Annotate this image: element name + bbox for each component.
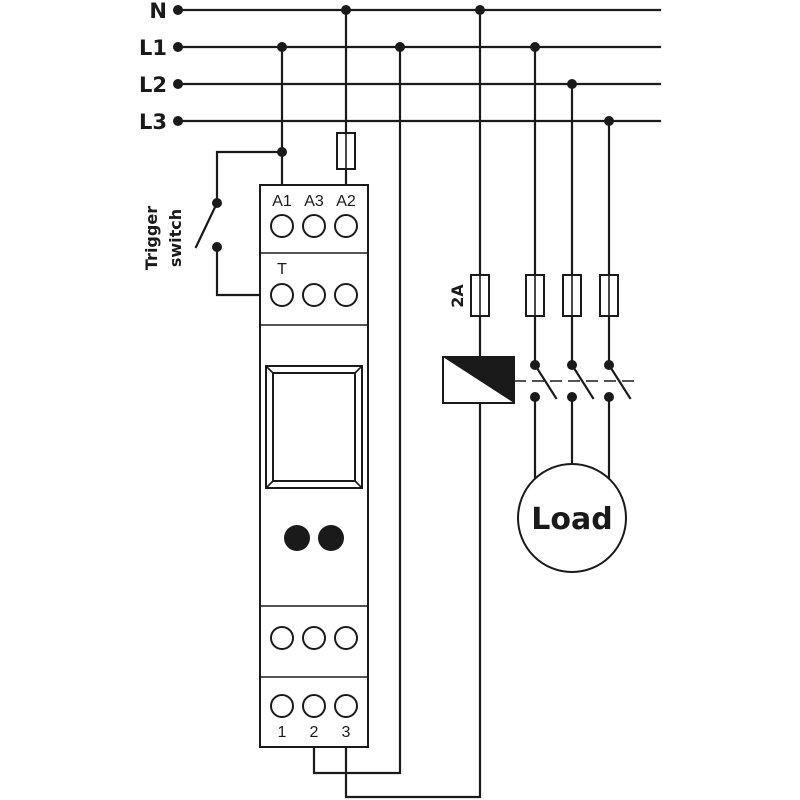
terminal-3: [334, 694, 358, 718]
trigger-switch-label-line-1: Trigger: [142, 206, 161, 270]
display-bevel: [265, 480, 274, 489]
junction-dots: [212, 5, 614, 402]
junction-dot: [395, 42, 405, 52]
terminal-label-1: 1: [278, 724, 287, 741]
contact-dot: [567, 392, 577, 402]
bus-label-l3: L3: [139, 110, 167, 134]
module-button-right: [318, 525, 344, 551]
wire-trigger-top: [215, 150, 284, 205]
terminal-2: [302, 694, 326, 718]
terminal-lower: [302, 626, 326, 650]
terminal-a3: [302, 214, 326, 238]
bus-terminal-l1: [173, 42, 183, 52]
load: Load: [517, 463, 627, 573]
wires: [194, 8, 636, 799]
trigger-switch-label-line-2: switch: [166, 209, 185, 267]
trigger-switch-contact: [212, 198, 222, 208]
terminal-a1: [270, 214, 294, 238]
terminal-label-a2: A2: [336, 193, 356, 210]
bus-terminal-l3: [173, 116, 183, 126]
relay-module: A1 A3 A2 T 1 2 3: [259, 184, 369, 748]
contact-dot: [530, 360, 540, 370]
junction-dot: [530, 42, 540, 52]
coil-fill-triangle: [443, 357, 514, 403]
display-screen: [272, 372, 356, 482]
terminal-label-t: T: [277, 261, 287, 278]
display-bevel: [265, 365, 274, 374]
junction-dot: [567, 79, 577, 89]
wire-l1-terminal-2: [312, 45, 402, 775]
wire-trigger-bottom: [215, 245, 264, 297]
junction-dot: [277, 147, 287, 157]
trigger-switch-blade: [194, 201, 219, 249]
terminal-t2: [302, 283, 326, 307]
contact-dot: [604, 392, 614, 402]
display-bevel: [354, 480, 363, 489]
terminal-t: [270, 283, 294, 307]
terminal-lower: [334, 626, 358, 650]
fuse-rating-label: 2A: [448, 284, 467, 308]
terminal-label-a1: A1: [272, 193, 292, 210]
contact-dot: [530, 392, 540, 402]
junction-dot: [341, 5, 351, 15]
contact-blade-3: [607, 363, 632, 400]
terminal-label-3: 3: [342, 724, 351, 741]
contact-blade-2: [570, 363, 595, 400]
junction-dot: [475, 5, 485, 15]
terminal-lower: [270, 626, 294, 650]
bus-labels: N L1 L2 L3: [139, 0, 167, 134]
contact-dot: [604, 360, 614, 370]
load-label: Load: [531, 502, 612, 537]
terminal-label-a3: A3: [304, 193, 324, 210]
terminal-a2: [334, 214, 358, 238]
terminal-1: [270, 694, 294, 718]
contact-dot: [567, 360, 577, 370]
contact-blade-1: [533, 363, 558, 400]
contactor-coil: [442, 356, 515, 404]
junction-dot: [604, 116, 614, 126]
terminal-label-2: 2: [310, 724, 319, 741]
display-bevel: [354, 365, 363, 374]
load-circle: [517, 463, 627, 573]
bus-label-l2: L2: [139, 73, 167, 97]
junction-dot: [277, 42, 287, 52]
fuses: [336, 132, 619, 317]
terminal-t3: [334, 283, 358, 307]
bus-label-l1: L1: [139, 36, 167, 60]
wire-coil-terminal-3: [344, 401, 482, 799]
bus-terminal-n: [173, 5, 183, 15]
trigger-switch-contact: [212, 242, 222, 252]
bus-terminal-l2: [173, 79, 183, 89]
bus-lines: [173, 5, 662, 126]
module-button-left: [284, 525, 310, 551]
bus-label-n: N: [149, 0, 167, 23]
